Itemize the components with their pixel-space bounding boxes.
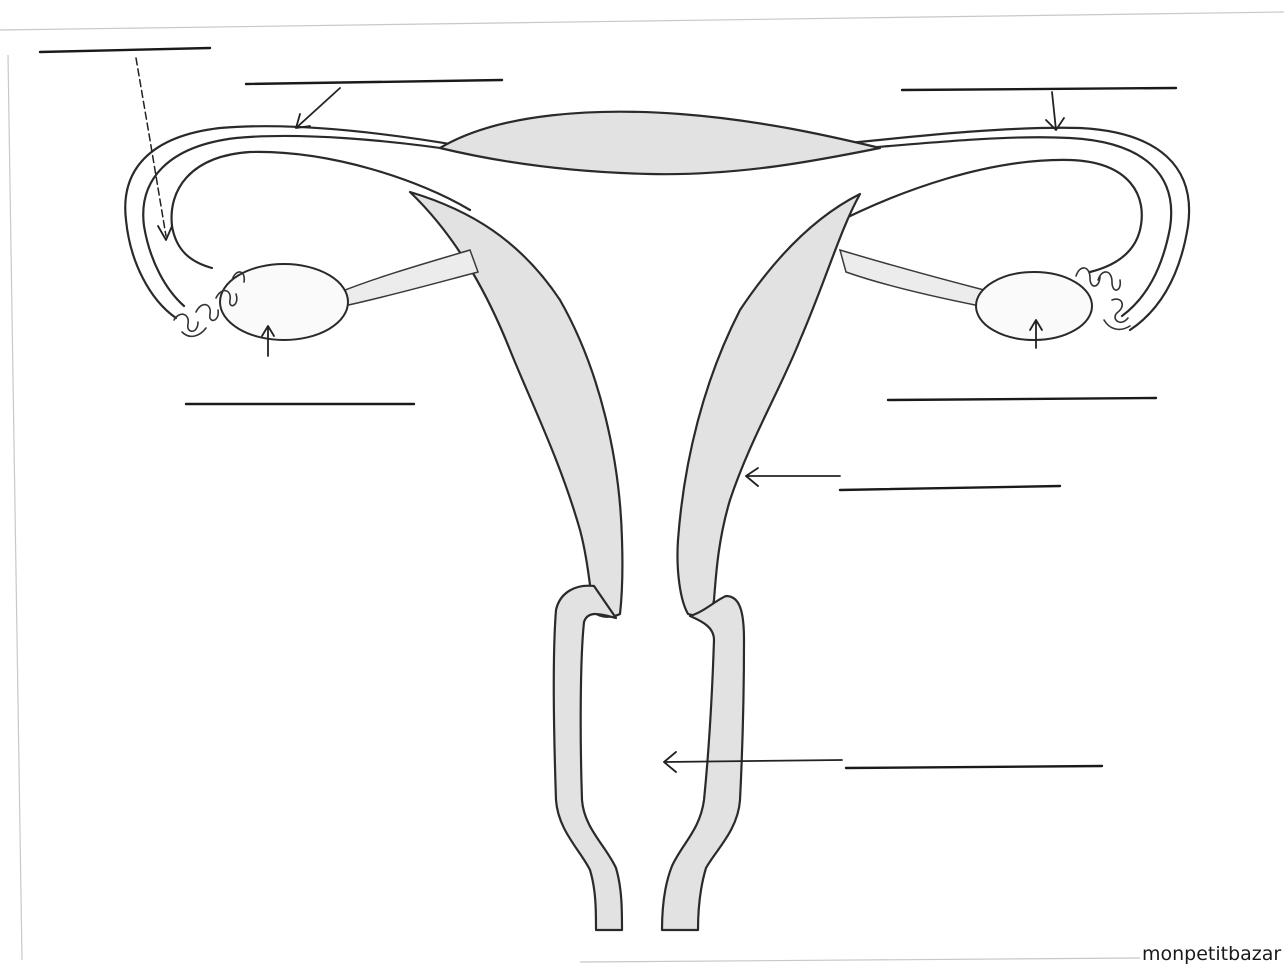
uterus-fundus — [440, 112, 880, 174]
arrow-fimbria-dashed — [136, 58, 166, 236]
arrow-vagina — [664, 752, 842, 772]
cervix-right-wall — [662, 596, 744, 930]
left-tube-loop — [172, 152, 470, 268]
label-line-2 — [246, 80, 502, 84]
left-ovary — [220, 264, 348, 340]
cervix-left-wall — [554, 586, 622, 930]
arrow-right-tube — [1046, 92, 1064, 130]
left-uterine-wall — [410, 192, 622, 617]
arrow-left-tube — [296, 88, 340, 128]
right-ovary — [976, 272, 1092, 340]
right-uterine-wall — [677, 194, 860, 615]
label-line-7 — [846, 766, 1102, 768]
label-line-3 — [902, 88, 1176, 90]
right-ovarian-ligament — [840, 250, 984, 306]
left-ovarian-ligament — [340, 250, 478, 306]
label-line-5 — [888, 398, 1156, 400]
right-tube-loop — [830, 160, 1142, 272]
label-line-1 — [40, 48, 210, 52]
watermark-text: monpetitbazar — [1142, 942, 1284, 966]
arrow-uterine-wall — [746, 468, 840, 486]
label-line-6 — [840, 486, 1060, 490]
